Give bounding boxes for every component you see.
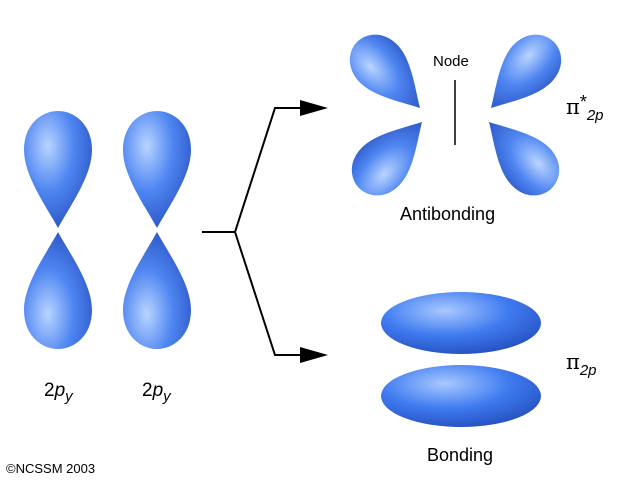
antibonding-caption: Antibonding — [400, 204, 496, 224]
p-lobe-upper — [123, 111, 191, 228]
antibonding-lobe-bottom-right — [469, 103, 571, 207]
bonding-orbital — [381, 292, 541, 427]
antibonding-lobe-bottom-left — [340, 103, 442, 207]
copyright-notice: ©NCSSM 2003 — [6, 461, 96, 476]
p-orbital-left-2 — [123, 111, 191, 349]
p-lobe-lower — [24, 232, 92, 349]
bonding-caption: Bonding — [427, 445, 494, 465]
antibonding-orbital — [338, 23, 573, 207]
p-orbital-left-1 — [24, 111, 92, 349]
bonding-lobe-lower — [381, 365, 541, 427]
antibonding-lobe-top-left — [338, 23, 440, 127]
antibonding-symbol: π*2p — [566, 92, 604, 124]
arrowhead-antibonding — [300, 100, 328, 116]
bonding-lobe-upper — [381, 292, 541, 354]
orbital-label-left-1: 2py — [44, 380, 73, 405]
arrow-to-antibonding — [202, 107, 300, 233]
arrow-to-bonding — [234, 231, 300, 356]
bonding-symbol: π2p — [566, 350, 597, 379]
branch-arrows — [202, 107, 300, 356]
orbital-label-left-2: 2py — [142, 380, 171, 405]
p-lobe-upper — [24, 111, 92, 228]
node-label: Node — [433, 53, 469, 70]
antibonding-lobe-top-right — [471, 23, 573, 127]
p-lobe-lower — [123, 232, 191, 349]
arrowhead-bonding — [300, 347, 328, 363]
